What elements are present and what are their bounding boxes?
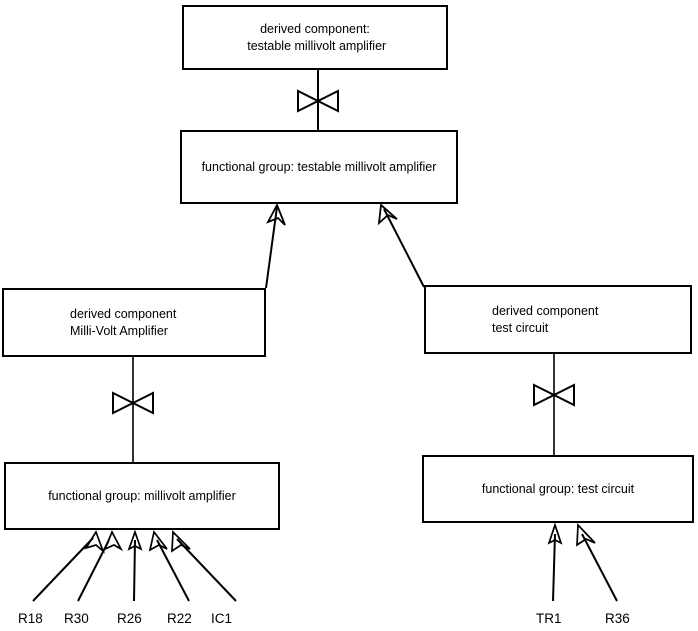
node-label: functional group: millivolt amplifier <box>48 488 236 505</box>
node-label: functional group: testable millivolt amp… <box>202 159 437 176</box>
node-label-line1: derived component <box>70 306 177 321</box>
leaf-label-r18: R18 <box>18 611 43 626</box>
link-top <box>297 70 339 130</box>
arrow-r18 <box>32 530 105 602</box>
node-label-line2: Milli-Volt Amplifier <box>70 323 168 338</box>
node-label-line2: testable millivolt amplifier <box>243 38 387 53</box>
node-label-line1: functional group: testable millivolt amp… <box>201 159 437 174</box>
leaf-label-r26: R26 <box>117 611 142 626</box>
bowtie-icon <box>297 89 339 113</box>
arrow-r30 <box>77 530 124 602</box>
node-label: derived component test circuit <box>492 303 598 337</box>
node-label: derived component: testable millivolt am… <box>244 21 386 55</box>
node-label-line1: derived component <box>492 303 599 318</box>
arrow-r36 <box>576 522 618 602</box>
bowtie-icon <box>112 391 154 415</box>
leaf-label-ic1: IC1 <box>211 611 233 626</box>
node-label: functional group: test circuit <box>482 481 634 498</box>
node-fg-test-circuit[interactable]: functional group: test circuit <box>422 455 694 523</box>
arrow-r26 <box>127 529 143 602</box>
leaf-label-r36: R36 <box>605 611 630 626</box>
node-label-line1: functional group: millivolt amplifier <box>48 488 236 503</box>
arrow-tr1 <box>547 522 563 602</box>
node-fg-millivolt-amplifier[interactable]: functional group: millivolt amplifier <box>4 462 280 530</box>
link-right <box>533 354 575 455</box>
arrow-mv-to-fg <box>265 202 286 289</box>
node-label-line2: test circuit <box>492 320 549 335</box>
arrow-ic1 <box>171 530 237 602</box>
bowtie-icon <box>533 383 575 407</box>
node-label-line1: functional group: test circuit <box>481 481 635 496</box>
node-derived-testable-millivolt-amplifier[interactable]: derived component: testable millivolt am… <box>182 5 448 70</box>
arrow-r22 <box>148 530 190 602</box>
link-left <box>112 357 154 462</box>
node-label-line1: derived component: <box>260 21 370 36</box>
leaf-label-tr1: TR1 <box>536 611 562 626</box>
node-fg-testable-millivolt-amplifier[interactable]: functional group: testable millivolt amp… <box>180 130 458 204</box>
arrow-tc-to-fg <box>377 203 425 288</box>
node-derived-test-circuit[interactable]: derived component test circuit <box>424 285 692 354</box>
leaf-label-r22: R22 <box>167 611 192 626</box>
leaf-label-r30: R30 <box>64 611 89 626</box>
